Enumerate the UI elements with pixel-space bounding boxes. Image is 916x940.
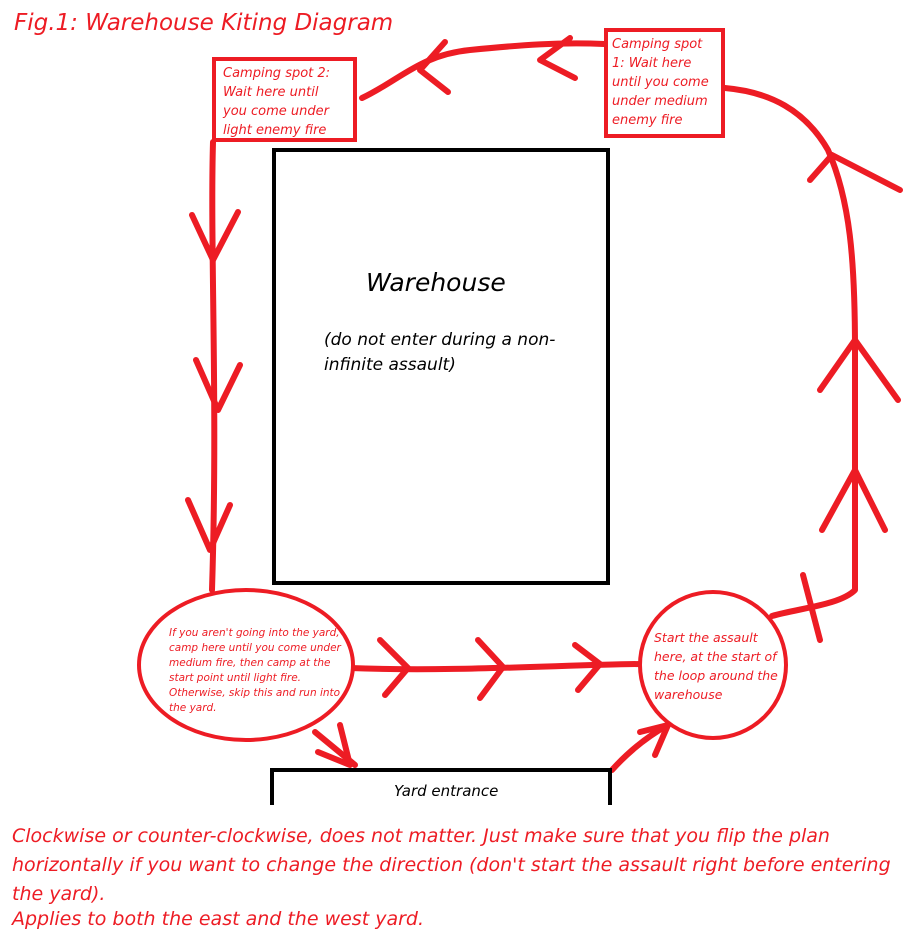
arrow-right-3 <box>819 467 888 533</box>
yard-camp-circle: If you aren't going into the yard, camp … <box>137 588 355 742</box>
arrow-bottom-3 <box>572 642 603 693</box>
arrow-bottom-1 <box>377 637 411 698</box>
camping-spot-1-text: Camping spot 1: Wait here until you come… <box>612 37 709 128</box>
arrow-top-1 <box>417 39 451 95</box>
arrow-right-2 <box>817 337 901 403</box>
arrow-right-1 <box>807 152 903 193</box>
yard-camp-text: If you aren't going into the yard, camp … <box>169 627 341 714</box>
camping-spot-2-box: Camping spot 2: Wait here until you come… <box>212 57 357 142</box>
start-circle: Start the assault here, at the start of … <box>638 590 788 740</box>
route-left <box>209 139 218 593</box>
route-right <box>722 85 858 619</box>
arrow-left-2 <box>193 357 243 413</box>
warehouse-outline <box>272 148 610 585</box>
warehouse-note: (do not enter during a non-infinite assa… <box>324 330 556 375</box>
warehouse-label: Warehouse <box>366 268 506 297</box>
arrow-bottom-2 <box>475 637 506 701</box>
arrow-left-1 <box>189 209 241 263</box>
camping-spot-2-text: Camping spot 2: Wait here until you come… <box>223 66 331 138</box>
yard-entrance-outline <box>270 768 612 805</box>
route-top <box>359 40 607 101</box>
arrow-left-3 <box>185 497 233 553</box>
arrow-top-2 <box>537 35 578 81</box>
start-text: Start the assault here, at the start of … <box>654 630 778 702</box>
camping-spot-1-box: Camping spot 1: Wait here until you come… <box>604 28 725 138</box>
footer-note-2: Applies to both the east and the west ya… <box>12 908 424 930</box>
figure-title: Fig.1: Warehouse Kiting Diagram <box>14 10 394 36</box>
footer-note: Clockwise or counter-clockwise, does not… <box>12 825 891 905</box>
arrow-right-4 <box>800 572 823 643</box>
yard-entrance-label: Yard entrance <box>394 782 499 800</box>
arrow-yard-in <box>315 722 353 768</box>
